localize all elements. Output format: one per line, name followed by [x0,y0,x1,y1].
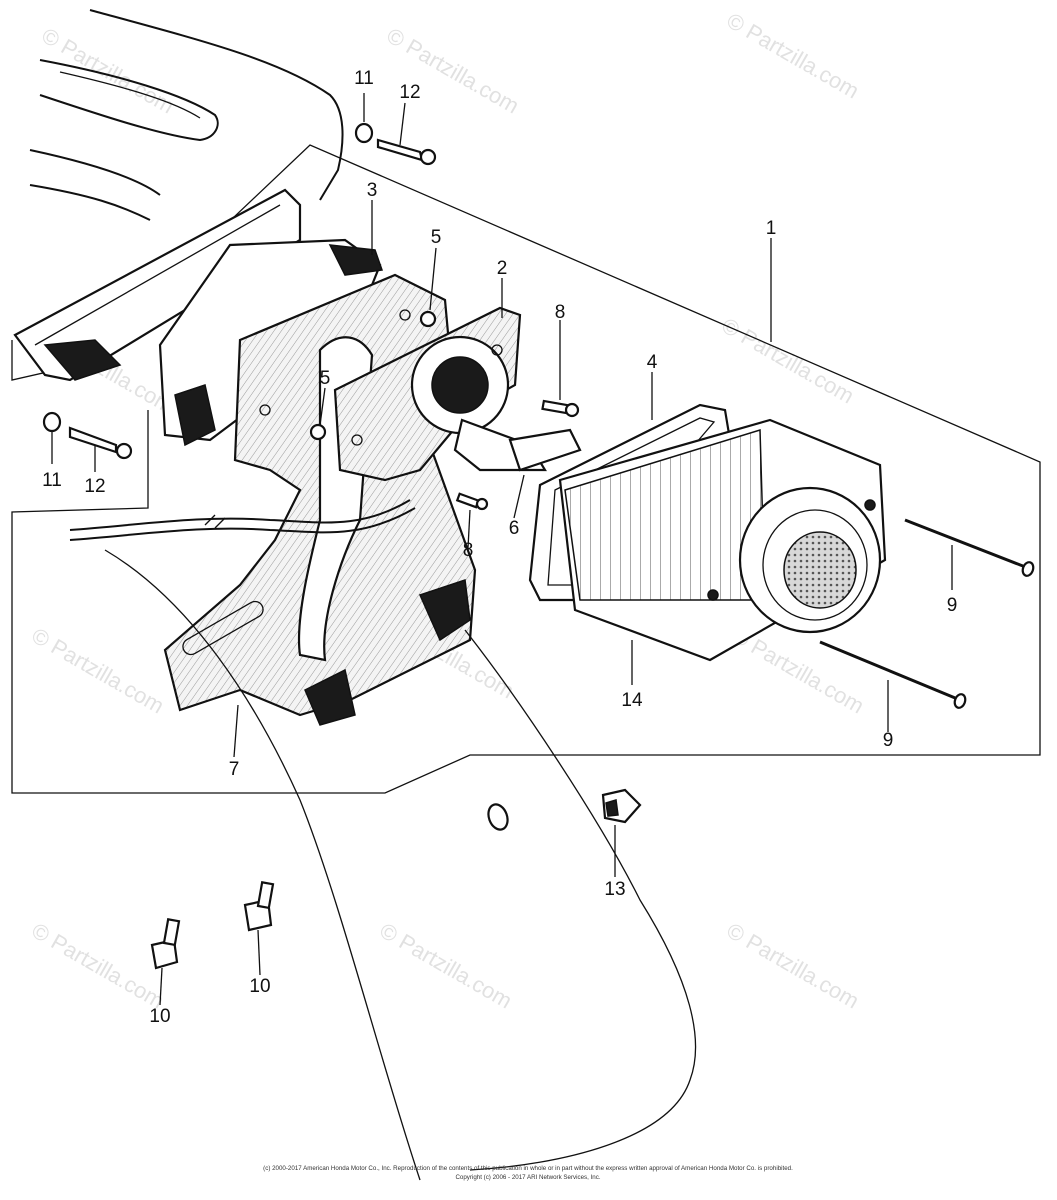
callout-5-lower: 5 [320,368,331,389]
watermark-text: © Partzilla.com [718,313,859,409]
leader-lines [51,93,953,1006]
copyright-line-2: Copyright (c) 2006 - 2017 ARI Network Se… [455,1174,600,1181]
callout-7: 7 [229,759,240,780]
copyright-notice: (c) 2000-2017 American Honda Motor Co., … [263,1165,793,1181]
callout-12-bottom: 12 [84,476,105,497]
watermark-text: © Partzilla.com [376,918,517,1014]
part-9-screws [819,518,1035,709]
callout-5-upper: 5 [431,227,442,248]
part-8-screws [455,399,580,511]
watermark-text: © Partzilla.com [28,918,169,1014]
part-6-socket [453,418,582,472]
watermark-text: © Partzilla.com [723,8,864,104]
part-10-bolts [150,881,275,970]
part-5-washers [309,310,437,441]
rear-fender [29,9,344,221]
callout-9-lower: 9 [883,730,894,751]
part-13-grommet [601,788,642,824]
callout-11-bottom: 11 [42,470,62,491]
watermark-text: © Partzilla.com [723,918,864,1014]
callout-12-top: 12 [399,82,420,103]
part-2-base-plate [333,306,522,482]
part-11-12-hardware [42,122,437,460]
watermark-text: © Partzilla.com [38,23,179,119]
copyright-line-1: (c) 2000-2017 American Honda Motor Co., … [263,1165,793,1172]
callout-11-top: 11 [354,68,374,89]
part-14-lens [558,418,887,662]
callout-4: 4 [647,352,658,373]
callout-8-upper: 8 [555,302,566,323]
callout-10-right: 10 [249,976,270,997]
callout-10-left: 10 [149,1006,170,1027]
watermark-text: © Partzilla.com [383,23,524,119]
callout-8-lower: 8 [463,540,474,561]
callout-9-upper: 9 [947,595,958,616]
wire-harness [69,499,416,541]
callout-14: 14 [621,690,643,711]
watermark-text: © Partzilla.com [28,623,169,719]
callout-labels: 11 12 3 5 2 1 8 4 5 6 8 11 12 9 9 14 7 1… [42,68,957,1027]
callout-13: 13 [604,879,625,900]
callout-1: 1 [766,218,777,239]
callout-2: 2 [497,258,508,279]
lower-fender [104,549,697,1181]
callout-6: 6 [509,518,520,539]
callout-3: 3 [367,180,378,201]
